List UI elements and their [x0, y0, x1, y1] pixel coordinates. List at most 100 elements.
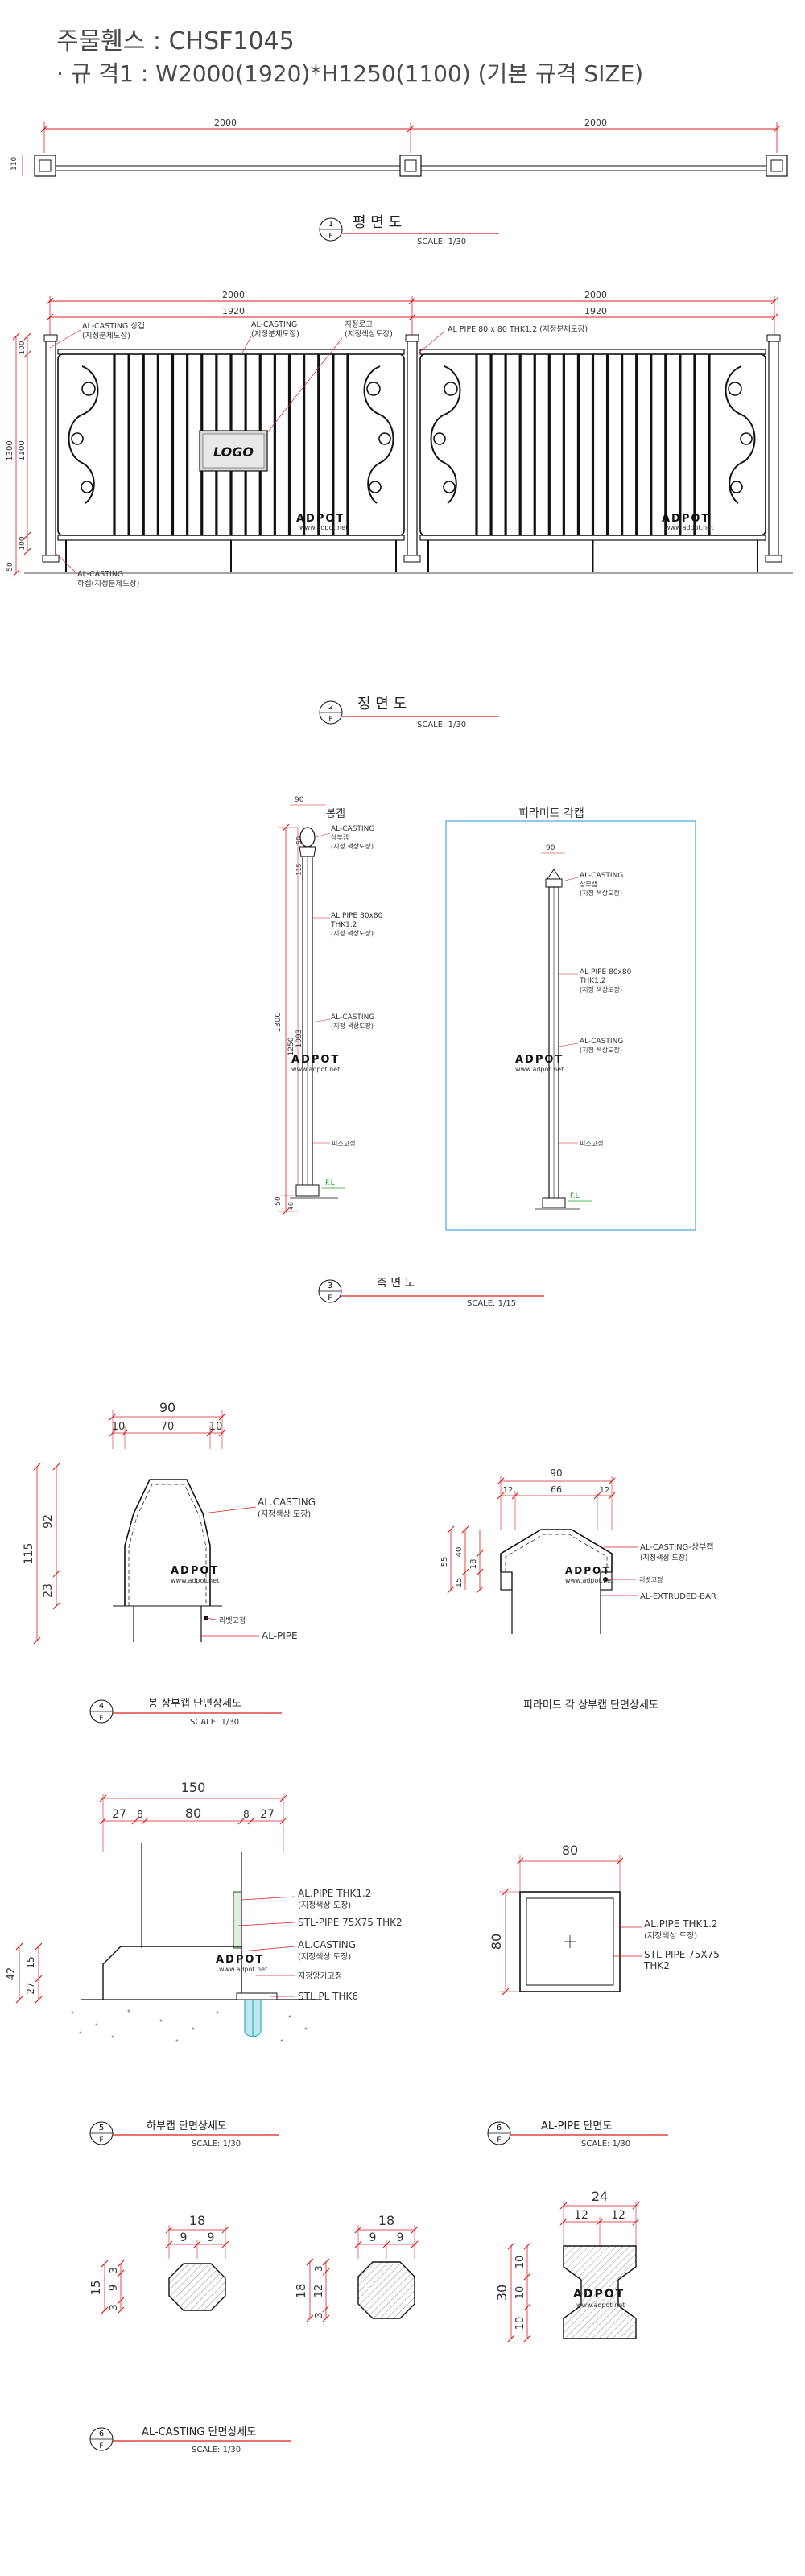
front-dim-bottom: 100 [19, 536, 27, 550]
logo-text: LOGO [213, 444, 254, 460]
svg-text:AL-CASTING: AL-CASTING [331, 825, 374, 833]
svg-text:F: F [99, 1715, 103, 1723]
svg-text:THK2: THK2 [643, 1960, 670, 1971]
svg-text:15: 15 [25, 1956, 36, 1968]
cap-title-block: 4 F 봉 상부캡 단면상세도 SCALE: 1/30 [89, 1698, 282, 1727]
svg-text:12: 12 [611, 2209, 625, 2222]
cap-scale: SCALE: 1/30 [190, 1718, 239, 1727]
cap-width: 90 [159, 1400, 175, 1415]
base-title-block: 5 F 하부캡 단면상세도 SCALE: 1/30 [89, 2120, 279, 2149]
svg-text:9: 9 [397, 2231, 404, 2244]
pyramid-detail: 90 12 66 12 55 40 18 15 ADPOT www.adpot.… [440, 1468, 716, 1711]
panel-left-scroll-left [68, 365, 99, 504]
svg-text:27: 27 [260, 1808, 275, 1821]
pipe-width: 80 [562, 1843, 578, 1858]
svg-text:10: 10 [514, 2286, 526, 2300]
svg-text:12: 12 [503, 1486, 514, 1495]
svg-text:(지정색상 도장): (지정색상 도장) [644, 1931, 697, 1941]
svg-text:ADPOT: ADPOT [296, 513, 345, 525]
svg-text:리벳고정: 리벳고정 [219, 1616, 246, 1625]
svg-text:피스고정: 피스고정 [580, 1139, 603, 1147]
cap-label-pipe: AL-PIPE [262, 1630, 298, 1641]
front-view: 2000 2000 1920 1920 1300 1100 100 100 50 [6, 290, 793, 729]
svg-text:3: 3 [328, 1282, 332, 1290]
plan-scale: SCALE: 1/30 [417, 237, 466, 246]
svg-text:50: 50 [295, 836, 303, 844]
svg-text:THK1.2: THK1.2 [330, 921, 357, 929]
svg-text:92: 92 [42, 1514, 55, 1529]
svg-text:(지정색상 도장): (지정색상 도장) [298, 1952, 351, 1962]
svg-text:12: 12 [600, 1486, 610, 1495]
svg-text:30: 30 [494, 2285, 510, 2301]
svg-text:15: 15 [89, 2280, 103, 2295]
side-pyramid-frame [445, 820, 696, 1231]
cap-title: 봉 상부캡 단면상세도 [148, 1698, 242, 1710]
front-watermark-left: ADPOT www.adpot.net [296, 513, 348, 531]
side-dim-1093: 1093 [295, 1030, 303, 1048]
svg-text:70: 70 [161, 1421, 175, 1433]
svg-text:55: 55 [440, 1557, 449, 1567]
svg-text:AL-CASTING: AL-CASTING [331, 1013, 374, 1022]
panel-right-top-rail [419, 349, 766, 355]
pipe-label-pipe: AL.PIPE THK1.2 [644, 1918, 717, 1930]
pyramid-title: 피라미드 각 상부캡 단면상세도 [523, 1699, 658, 1711]
side-post-ball [290, 827, 338, 1199]
side-post-pyramid [535, 869, 580, 1210]
svg-text:23: 23 [42, 1583, 55, 1598]
svg-text:6: 6 [497, 2124, 502, 2132]
logo-plate: LOGO [199, 430, 268, 472]
label-pipe: AL PIPE 80 x 80 THK1.2 (지정분체도장) [448, 325, 588, 334]
svg-text:10: 10 [112, 1421, 126, 1433]
panel-left-scroll-left-curl-top [81, 382, 96, 396]
svg-text:40: 40 [287, 1202, 295, 1210]
svg-text:ADPOT: ADPOT [216, 1954, 264, 1966]
svg-text:90: 90 [546, 844, 555, 852]
svg-text:www.adpot.net: www.adpot.net [291, 1066, 340, 1073]
pyramid-profile [500, 1529, 613, 1634]
pipe-height: 80 [489, 1934, 504, 1950]
svg-text:3: 3 [313, 2265, 324, 2272]
svg-text:8: 8 [137, 1809, 143, 1820]
pipe-section: 80 80 AL.PIPE THK1.2 (지정색상 도장) STL-PIPE … [487, 1843, 720, 2149]
base-label-stl: STL-PIPE 75X75 THK2 [298, 1917, 402, 1928]
svg-text:상부캡: 상부캡 [331, 833, 349, 841]
svg-text:18: 18 [189, 2213, 205, 2228]
svg-text:27: 27 [112, 1808, 126, 1821]
front-dim-top-left: 2000 [222, 290, 245, 300]
svg-text:(지정색상 도장): (지정색상 도장) [258, 1509, 311, 1519]
panel-left-scroll-right-curl-top [366, 382, 381, 396]
svg-text:www.adpot.net: www.adpot.net [515, 1066, 564, 1073]
svg-text:10: 10 [514, 2256, 526, 2269]
side-width: 90 [295, 796, 304, 804]
panel-left-scroll-right-curl-mid [378, 432, 391, 445]
svg-text:24: 24 [592, 2189, 608, 2204]
front-title-block: 2 F 정 면 도 SCALE: 1/30 [319, 696, 499, 729]
side-scale: SCALE: 1/15 [467, 1299, 516, 1308]
svg-text:F.L: F.L [570, 1192, 580, 1200]
svg-text:42: 42 [6, 1967, 18, 1981]
svg-text:(지정색상 도장): (지정색상 도장) [640, 1554, 688, 1563]
svg-text:3: 3 [108, 2267, 119, 2273]
front-post-right [765, 334, 782, 563]
svg-text:상부캡: 상부캡 [580, 880, 597, 888]
front-post-middle [403, 334, 421, 563]
svg-text:(지정분체도장): (지정분체도장) [82, 332, 130, 341]
front-scale: SCALE: 1/30 [417, 720, 466, 729]
svg-text:3: 3 [313, 2312, 324, 2318]
svg-text:F: F [328, 233, 332, 241]
svg-text:(지정 색상도장): (지정 색상도장) [580, 1046, 622, 1054]
base-profile [71, 1843, 322, 2042]
plan-dim-left: 2000 [214, 118, 237, 128]
svg-text:(지정 색상도장): (지정 색상도장) [331, 929, 374, 937]
front-dim-body: 1100 [18, 440, 27, 460]
front-dim-inner-right: 1920 [584, 306, 607, 316]
svg-text:9: 9 [180, 2231, 188, 2244]
svg-text:F: F [99, 2136, 103, 2145]
svg-text:ADPOT: ADPOT [573, 2288, 625, 2301]
panel-left-bottom-rail [57, 535, 405, 541]
svg-text:ADPOT: ADPOT [515, 1054, 564, 1066]
svg-text:3: 3 [108, 2304, 119, 2310]
pipe-title: AL-PIPE 단면도 [541, 2120, 612, 2132]
panel-left-top-rail [57, 349, 405, 355]
casting-title-block: 6 F AL-CASTING 단면상세도 SCALE: 1/30 [89, 2426, 291, 2454]
